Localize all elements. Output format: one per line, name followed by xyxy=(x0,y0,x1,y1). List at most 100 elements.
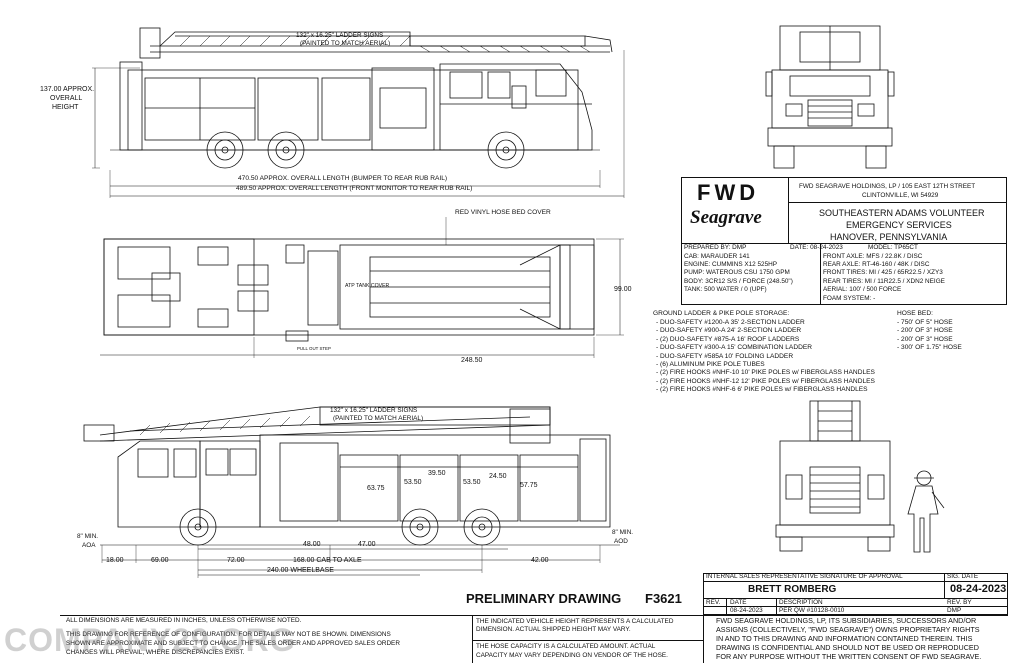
note-legal-4: DRAWING IS CONFIDENTIAL AND SHOULD NOT B… xyxy=(716,643,979,652)
ladder-signs-label-top: 132" x 16.25" LADDER SIGNS xyxy=(296,32,384,39)
spec-date: DATE: 08-24-2023 xyxy=(790,244,843,251)
truck-plan-view xyxy=(100,217,624,358)
overall-height-label-1: 137.00 APPROX. xyxy=(40,86,95,93)
list-item: - 300' OF 1.75" HOSE xyxy=(897,344,962,352)
truck-side-view-bottom xyxy=(83,406,620,578)
list-item: - (2) FIRE HOOKS #NHF-10 10' PIKE POLES … xyxy=(656,369,875,377)
spec-rear-axle: REAR AXLE: RT-46-160 / 48K / DISC xyxy=(823,261,930,268)
rev-description: PER QW #10128-0010 xyxy=(779,607,845,614)
spec-foam-system: FOAM SYSTEM: - xyxy=(823,295,876,302)
note-vehicle-height-1: THE INDICATED VEHICLE HEIGHT REPRESENTS … xyxy=(476,618,674,625)
signature-date: 08-24-2023 xyxy=(950,583,1007,595)
list-item: - 200' OF 3" HOSE xyxy=(897,335,953,343)
list-item: - DUO-SAFETY #300-A 15' COMBINATION LADD… xyxy=(656,344,813,352)
spec-front-tires: FRONT TIRES: MI / 425 / 65R22.5 / XZY3 xyxy=(823,269,943,276)
signature-heading: INTERNAL SALES REPRESENTATIVE SIGNATURE … xyxy=(706,573,903,580)
dim-18: 18.00 xyxy=(106,557,124,564)
dim-57-75: 57.75 xyxy=(520,482,538,489)
customer-name-2: EMERGENCY SERVICES xyxy=(846,220,952,230)
seagrave-logo: Seagrave xyxy=(690,207,762,228)
list-item: - (2) FIRE HOOKS #NHF-6 6' PIKE POLES w/… xyxy=(656,386,868,394)
dim-53-50-a: 53.50 xyxy=(404,479,422,486)
list-item: - 200' OF 3" HOSE xyxy=(897,327,953,335)
rev-description-label: DESCRIPTION xyxy=(779,599,823,606)
signature-name: BRETT ROMBERG xyxy=(748,584,837,595)
list-item: - DUO-SAFETY #585A 10' FOLDING LADDER xyxy=(656,352,794,360)
note-dimensions-2: THIS DRAWING FOR REFERENCE OF CONFIGURAT… xyxy=(66,631,391,638)
note-legal-2: ASSIGNS (COLLECTIVELY, "FWD SEAGRAVE") O… xyxy=(716,625,980,634)
list-item: - (2) FIRE HOOKS #NHF-12 12' PIKE POLES … xyxy=(656,377,875,385)
note-dimensions-4: CHANGES WILL PREVAIL, WHERE DISCREPANCIE… xyxy=(66,649,245,656)
wheelbase-dimension: 240.00 WHEELBASE xyxy=(267,567,334,574)
watermark: COMPANY29.ORG xyxy=(4,622,296,658)
ground-ladder-heading: GROUND LADDER & PIKE POLE STORAGE: xyxy=(653,310,790,317)
dim-48: 48.00 xyxy=(303,541,321,548)
spec-aerial: AERIAL: 100' / 500 FORCE xyxy=(823,286,902,293)
note-legal-3: IN AND TO THIS DRAWING AND INFORMATION C… xyxy=(716,634,973,643)
dim-72: 72.00 xyxy=(227,557,245,564)
rev-date: 08-24-2023 xyxy=(730,607,763,614)
ground-ladder-list: - DUO-SAFETY #1200-A 35' 2-SECTION LADDE… xyxy=(656,319,875,395)
aod-label-2: AOD xyxy=(614,538,628,545)
dim-42: 42.00 xyxy=(531,557,549,564)
company-address-2: CLINTONVILLE, WI 54929 xyxy=(862,192,939,199)
list-item: - (6) ALUMINUM PIKE POLE TUBES xyxy=(656,361,765,369)
dim-69: 69.00 xyxy=(151,557,169,564)
drawing-title: PRELIMINARY DRAWING xyxy=(466,591,622,606)
fwd-logo: FWD xyxy=(697,180,760,205)
aoa-label-2: AOA xyxy=(82,542,96,549)
hose-bed-list: - 750' OF 5" HOSE - 200' OF 3" HOSE - 20… xyxy=(897,319,962,353)
overall-height-label-2: OVERALL xyxy=(50,95,83,102)
ladder-signs-sub-top: (PAINTED TO MATCH AERIAL) xyxy=(300,40,391,47)
dim-53-50-b: 53.50 xyxy=(463,479,481,486)
spec-body: BODY: 3CR12 S/S / FORCE (248.50") xyxy=(684,278,793,285)
note-legal-5: FOR ANY PURPOSE WITHOUT THE WRITTEN CONS… xyxy=(716,652,982,661)
plan-width-dimension: 99.00 xyxy=(614,286,632,293)
rev-label: REV. xyxy=(706,599,721,606)
cab-to-axle-dimension: 168.00 CAB TO AXLE xyxy=(293,557,362,564)
truck-rear-view xyxy=(775,400,895,552)
dim-63-75: 63.75 xyxy=(367,485,385,492)
drawing-number: F3621 xyxy=(645,591,682,606)
note-vehicle-height-2: DIMENSION. ACTUAL SHIPPED HEIGHT MAY VAR… xyxy=(476,626,631,633)
note-dimensions-3: SHOWN ARE APPROXIMATE AND SUBJECT TO CHA… xyxy=(66,640,400,647)
length-monitor-label: 489.50 APPROX. OVERALL LENGTH (FRONT MON… xyxy=(236,185,473,192)
rev-date-label: DATE xyxy=(730,599,747,606)
sig-date-label: SIG. DATE xyxy=(947,573,979,580)
list-item: - DUO-SAFETY #900-A 24' 2-SECTION LADDER xyxy=(656,327,802,335)
length-bumper-label: 470.50 APPROX. OVERALL LENGTH (BUMPER TO… xyxy=(238,175,448,182)
overall-height-label-3: HEIGHT xyxy=(52,104,79,111)
atp-tank-cover-label: ATP TANK COVER xyxy=(345,283,390,289)
dim-39-50: 39.50 xyxy=(428,470,446,477)
truck-front-view xyxy=(765,25,895,169)
spec-tank: TANK: 500 WATER / 0 (UPF) xyxy=(684,286,767,293)
note-legal-1: FWD SEAGRAVE HOLDINGS, LP, ITS SUBSIDIAR… xyxy=(716,616,977,625)
spec-model: MODEL: TP65CT xyxy=(868,244,918,251)
pull-out-step-label: PULL OUT STEP xyxy=(297,346,331,351)
dim-47: 47.00 xyxy=(358,541,376,548)
plan-length-dimension: 248.50 xyxy=(461,357,483,364)
aod-label-1: 8" MIN. xyxy=(612,529,634,536)
list-item: - 750' OF 5" HOSE xyxy=(897,319,953,326)
note-hose-capacity-2: CAPACITY MAY VARY DEPENDING ON VENDOR OF… xyxy=(476,652,668,659)
customer-location: HANOVER, PENNSYLVANIA xyxy=(830,232,948,242)
list-item: - DUO-SAFETY #1200-A 35' 2-SECTION LADDE… xyxy=(656,319,805,326)
dim-24-50: 24.50 xyxy=(489,473,507,480)
ladder-signs-label-bottom: 132" x 16.25" LADDER SIGNS xyxy=(330,407,418,414)
note-hose-capacity-1: THE HOSE CAPACITY IS A CALCULATED AMOUNT… xyxy=(476,643,656,650)
hose-bed-heading: HOSE BED: xyxy=(897,310,933,317)
hose-bed-cover-label: RED VINYL HOSE BED COVER xyxy=(455,209,551,216)
rev-by: DMP xyxy=(947,607,962,614)
signature-block xyxy=(703,573,1008,615)
spec-pump: PUMP: WATEROUS CSU 1750 GPM xyxy=(684,269,790,276)
spec-engine: ENGINE: CUMMINS X12 525HP xyxy=(684,261,778,268)
spec-prepared-by: PREPARED BY: DMP xyxy=(684,244,747,251)
company-address-1: FWD SEAGRAVE HOLDINGS, LP / 105 EAST 12T… xyxy=(799,183,976,190)
customer-name-1: SOUTHEASTERN ADAMS VOLUNTEER xyxy=(819,208,985,218)
truck-side-view-top xyxy=(92,27,625,198)
title-block xyxy=(681,177,1007,305)
spec-cab: CAB: MARAUDER 141 xyxy=(684,253,750,260)
firefighter-figure xyxy=(907,470,945,553)
aoa-label-1: 8" MIN. xyxy=(77,533,99,540)
